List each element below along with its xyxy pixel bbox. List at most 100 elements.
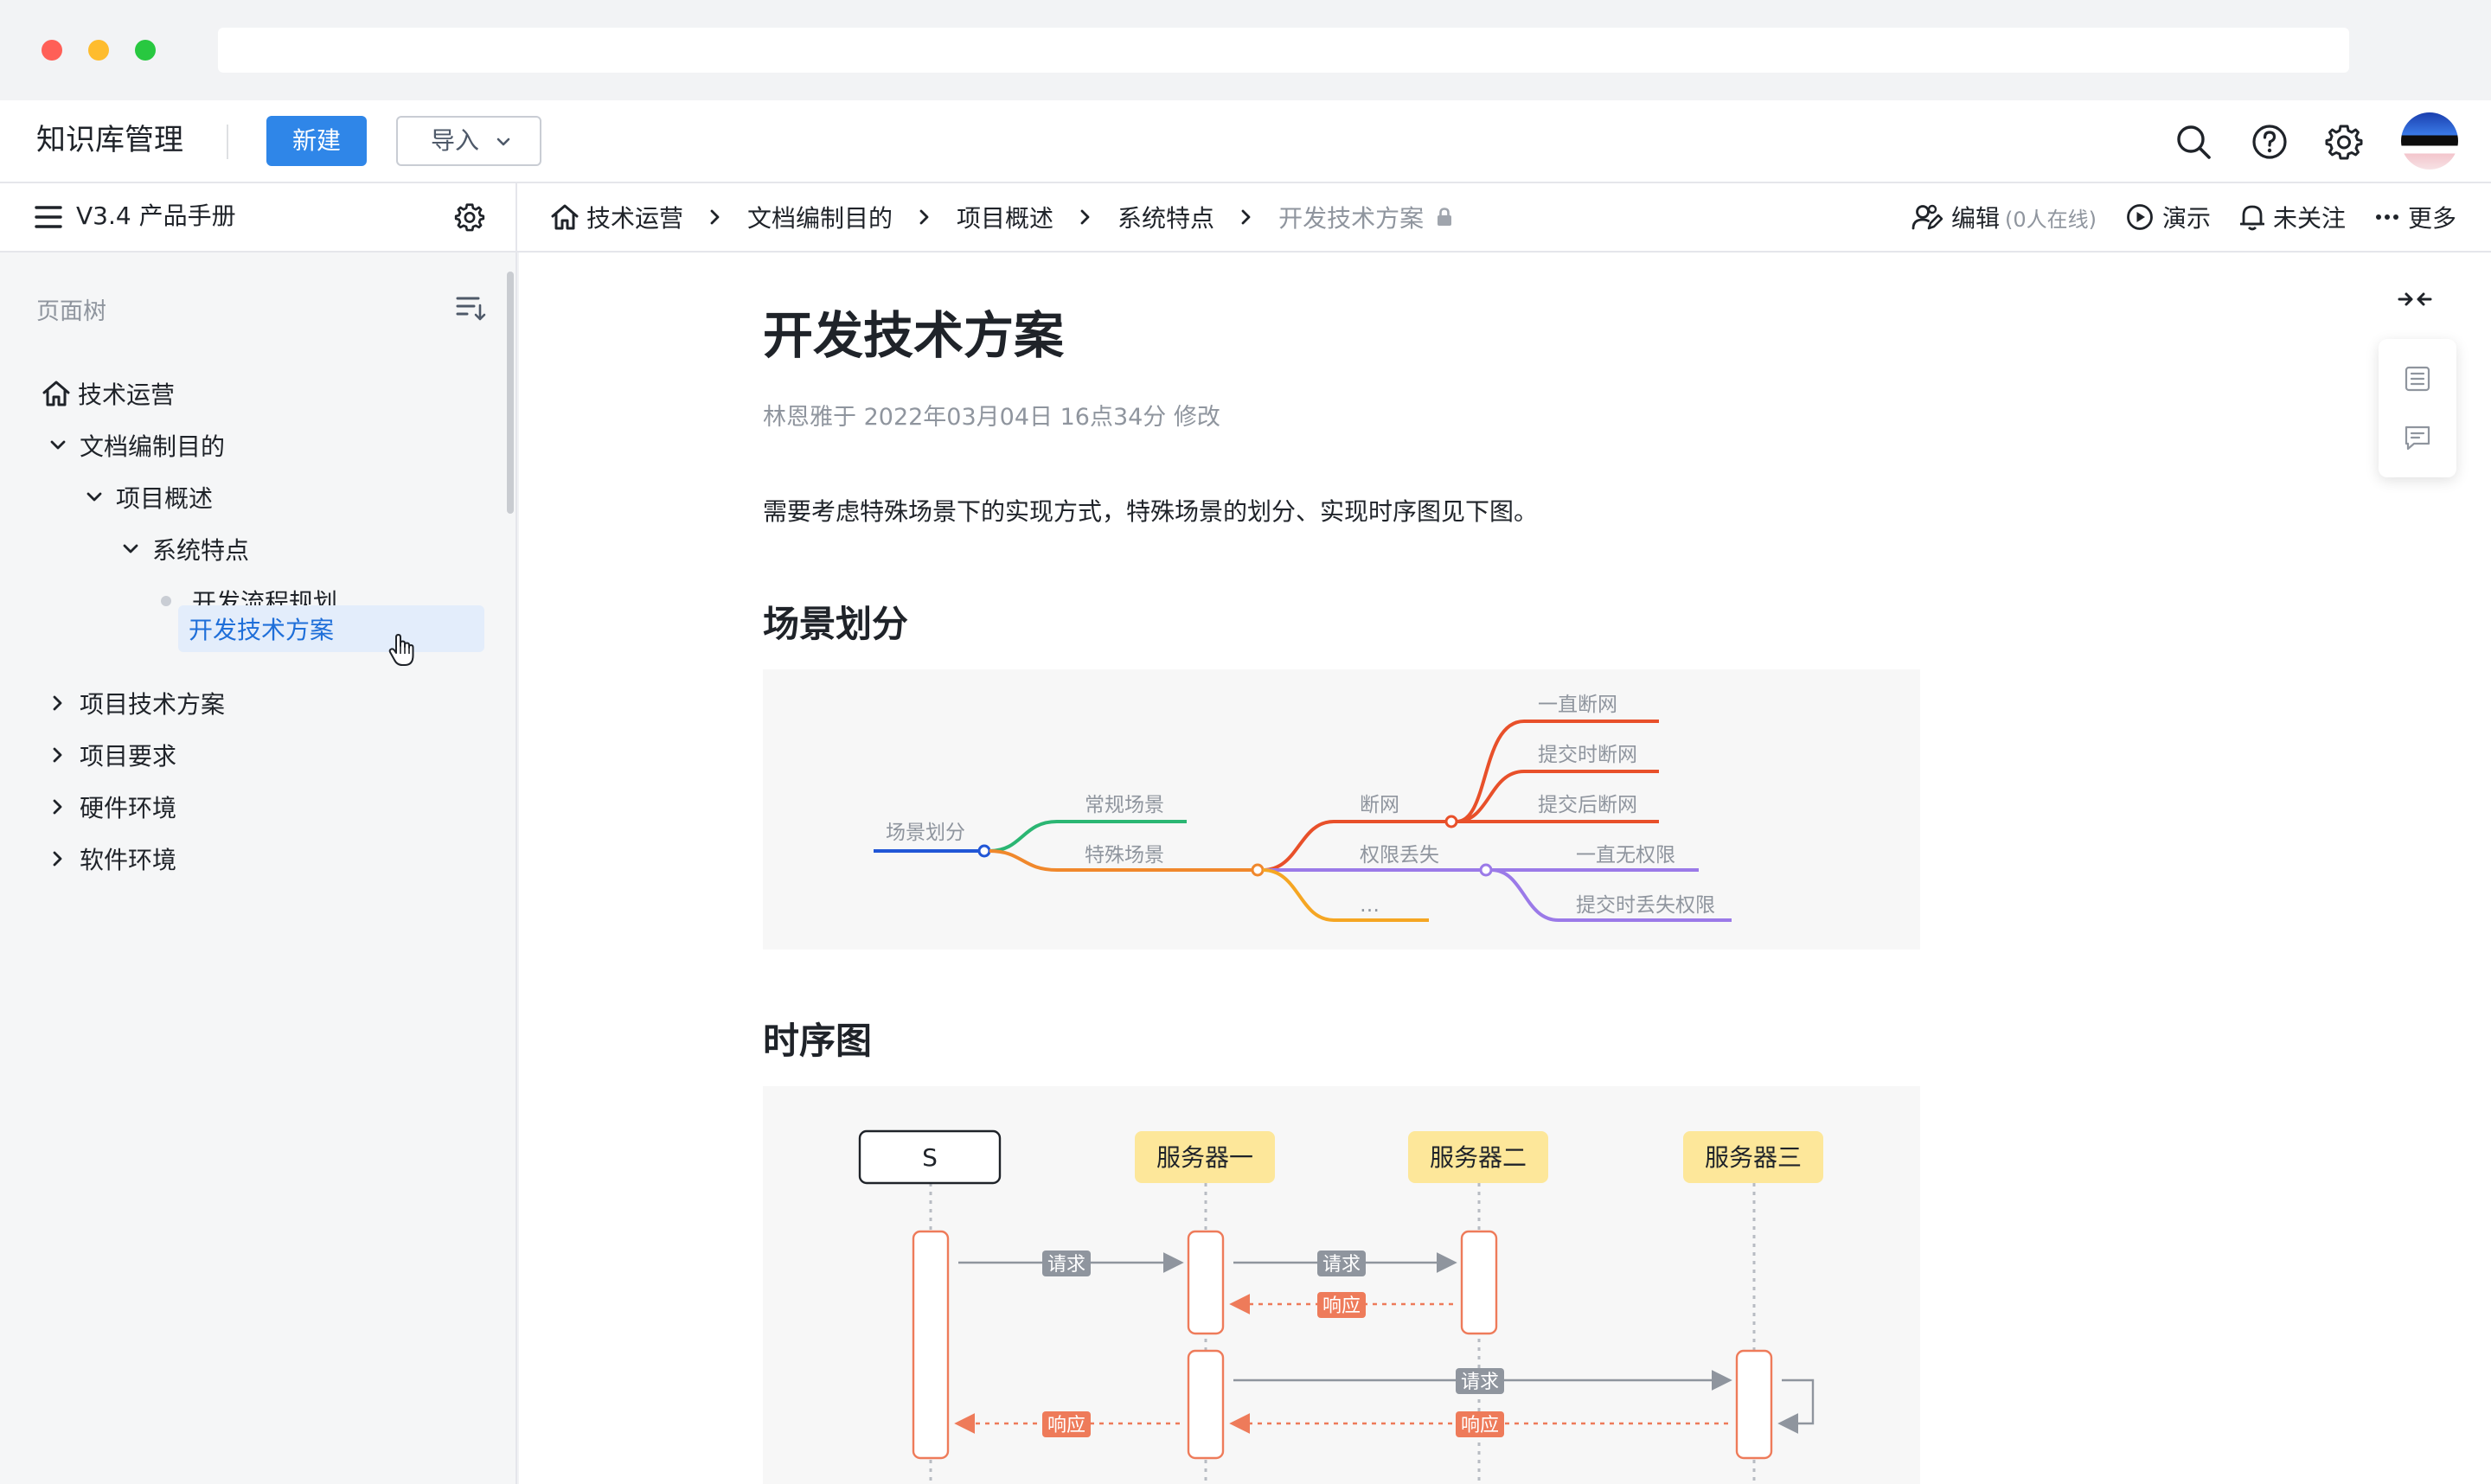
breadcrumb-item[interactable]: 项目概述 [957, 200, 1053, 234]
tree-item-label: 系统特点 [152, 536, 250, 565]
space-name: V3.4 产品手册 [76, 201, 236, 230]
sort-icon[interactable] [455, 294, 486, 322]
tree-item-label: 项目要求 [80, 742, 177, 771]
more-label: 更多 [2407, 204, 2456, 233]
tree-item[interactable]: 系统特点 [118, 526, 249, 572]
breadcrumb-item-home[interactable]: 技术运营 [550, 200, 683, 234]
present-button[interactable]: 演示 [2126, 200, 2211, 234]
sequence-figure[interactable]: S 服务器一 服务器二 服务器三 请求 请求 响应 请求 [763, 1086, 1920, 1484]
document-area: 开发技术方案 林恩雅于 2022年03月04日 16点34分 修改 需要考虑特殊… [519, 253, 2491, 1484]
header-divider [227, 125, 228, 159]
mindmap-edge-net2 [1456, 770, 1659, 823]
chevron-down-icon[interactable] [81, 491, 107, 503]
tree-item[interactable]: 项目要求 [45, 732, 176, 778]
follow-button[interactable]: 未关注 [2239, 200, 2346, 234]
actor-server3 [1683, 1131, 1823, 1183]
maximize-window-button[interactable] [135, 40, 156, 61]
chevron-right-icon[interactable] [45, 746, 71, 764]
import-button[interactable]: 导入 [396, 116, 541, 166]
tree-item-label: 开发技术方案 [189, 616, 335, 644]
mindmap-diagram: 场景划分 常规场景 特殊场景 断网 一直断网 提交时断网 提交后断网 权限丢失 … [874, 694, 1732, 922]
activation-bar [912, 1230, 950, 1460]
section-heading: 场景划分 [763, 603, 909, 645]
outline-list-icon[interactable] [2404, 365, 2431, 393]
mindmap-label-perm2: 提交时丢失权限 [1576, 894, 1715, 917]
user-avatar[interactable] [2401, 112, 2458, 170]
mindmap-label-net3: 提交后断网 [1538, 794, 1637, 816]
tree-item[interactable]: 软件环境 [45, 835, 176, 882]
message-label: 请求 [1047, 1254, 1085, 1276]
mindmap-label-special: 特殊场景 [1085, 844, 1164, 867]
app-header: 知识库管理 新建 导入 [0, 100, 2491, 183]
tree-item[interactable]: 硬件环境 [45, 784, 176, 830]
actor-label: 服务器一 [1156, 1143, 1253, 1172]
document-paragraph: 需要考虑特殊场景下的实现方式，特殊场景的划分、实现时序图见下图。 [763, 497, 1539, 526]
message-tag [1456, 1368, 1504, 1394]
self-message [1777, 1378, 1815, 1434]
message-tag [1042, 1251, 1091, 1276]
breadcrumb-label: 项目概述 [957, 204, 1054, 233]
collaborators-edit-icon [1911, 204, 1943, 230]
follow-label: 未关注 [2272, 204, 2346, 233]
collapse-arrows-icon[interactable] [2398, 289, 2432, 310]
breadcrumb-item[interactable]: 系统特点 [1117, 200, 1214, 234]
home-icon [42, 381, 70, 406]
minimize-window-button[interactable] [88, 40, 109, 61]
close-window-button[interactable] [42, 40, 62, 61]
chevron-right-icon[interactable] [45, 850, 71, 867]
sequence-diagram: S 服务器一 服务器二 服务器三 请求 请求 响应 请求 [858, 1129, 1823, 1484]
comment-icon[interactable] [2404, 424, 2431, 451]
app-title: 知识库管理 [36, 123, 183, 157]
more-dots-icon [2375, 214, 2398, 220]
chevron-right-icon[interactable] [45, 694, 71, 712]
address-bar[interactable] [218, 28, 2349, 73]
actor-label: 服务器三 [1705, 1143, 1802, 1172]
mindmap-edge-perm2 [1490, 868, 1732, 922]
message-label: 请求 [1461, 1372, 1499, 1393]
message-tag [1317, 1292, 1366, 1318]
document-actions: 编辑 (0人在线) 演示 未关注 更多 [1882, 183, 2456, 251]
actor-server2 [1408, 1131, 1548, 1183]
activation-bar [1187, 1349, 1225, 1460]
breadcrumb-item[interactable]: 文档编制目的 [747, 200, 893, 234]
sidebar: 页面树 技术运营 文档编制目的 项目概述 系统特点 开发流程规划 开发技术方案 … [0, 253, 517, 1484]
tree-item-label: 项目概述 [116, 484, 214, 513]
breadcrumb-label: 技术运营 [586, 204, 684, 233]
edit-button[interactable]: 编辑 (0人在线) [1911, 200, 2097, 234]
tree-item-active[interactable]: 开发技术方案 [178, 605, 484, 652]
tree-item[interactable]: 项目技术方案 [45, 680, 225, 726]
hand-pointer-cursor-icon [388, 634, 414, 666]
more-button[interactable]: 更多 [2375, 200, 2456, 234]
message-label: 请求 [1322, 1254, 1361, 1276]
chevron-right-icon [709, 208, 721, 226]
space-settings-gear-icon[interactable] [453, 201, 486, 233]
bullet-container [154, 605, 171, 652]
tree-item-home[interactable]: 技术运营 [42, 370, 175, 417]
search-icon[interactable] [2173, 121, 2214, 163]
mindmap-figure[interactable]: 场景划分 常规场景 特殊场景 断网 一直断网 提交时断网 提交后断网 权限丢失 … [763, 669, 1920, 950]
chevron-down-icon[interactable] [45, 439, 71, 451]
new-button[interactable]: 新建 [266, 116, 367, 166]
mindmap-label-etc: … [1360, 894, 1380, 917]
sidebar-scrollbar[interactable] [507, 272, 514, 514]
page-tree-title: 页面树 [36, 298, 106, 325]
chevron-down-icon [496, 138, 510, 146]
chevron-right-icon[interactable] [45, 798, 71, 816]
import-button-label: 导入 [431, 126, 480, 155]
mindmap-label-net2: 提交时断网 [1538, 744, 1637, 766]
tree-item[interactable]: 项目概述 [81, 474, 213, 521]
side-tools-panel [2379, 339, 2456, 477]
settings-gear-icon[interactable] [2323, 121, 2365, 163]
tree-item[interactable]: 文档编制目的 [45, 422, 225, 469]
mindmap-label-normal: 常规场景 [1085, 794, 1164, 816]
mindmap-label-perm1: 一直无权限 [1576, 844, 1675, 867]
mindmap-label-perm: 权限丢失 [1360, 844, 1439, 867]
play-circle-icon [2127, 204, 2153, 230]
hamburger-menu-icon[interactable] [35, 204, 62, 230]
mindmap-edge-net1 [1456, 720, 1659, 823]
help-icon[interactable] [2249, 121, 2290, 163]
mindmap-label-network: 断网 [1360, 794, 1399, 816]
message-tag [1042, 1411, 1091, 1437]
chevron-down-icon[interactable] [118, 543, 144, 555]
edit-label: 编辑 [1950, 204, 2000, 233]
